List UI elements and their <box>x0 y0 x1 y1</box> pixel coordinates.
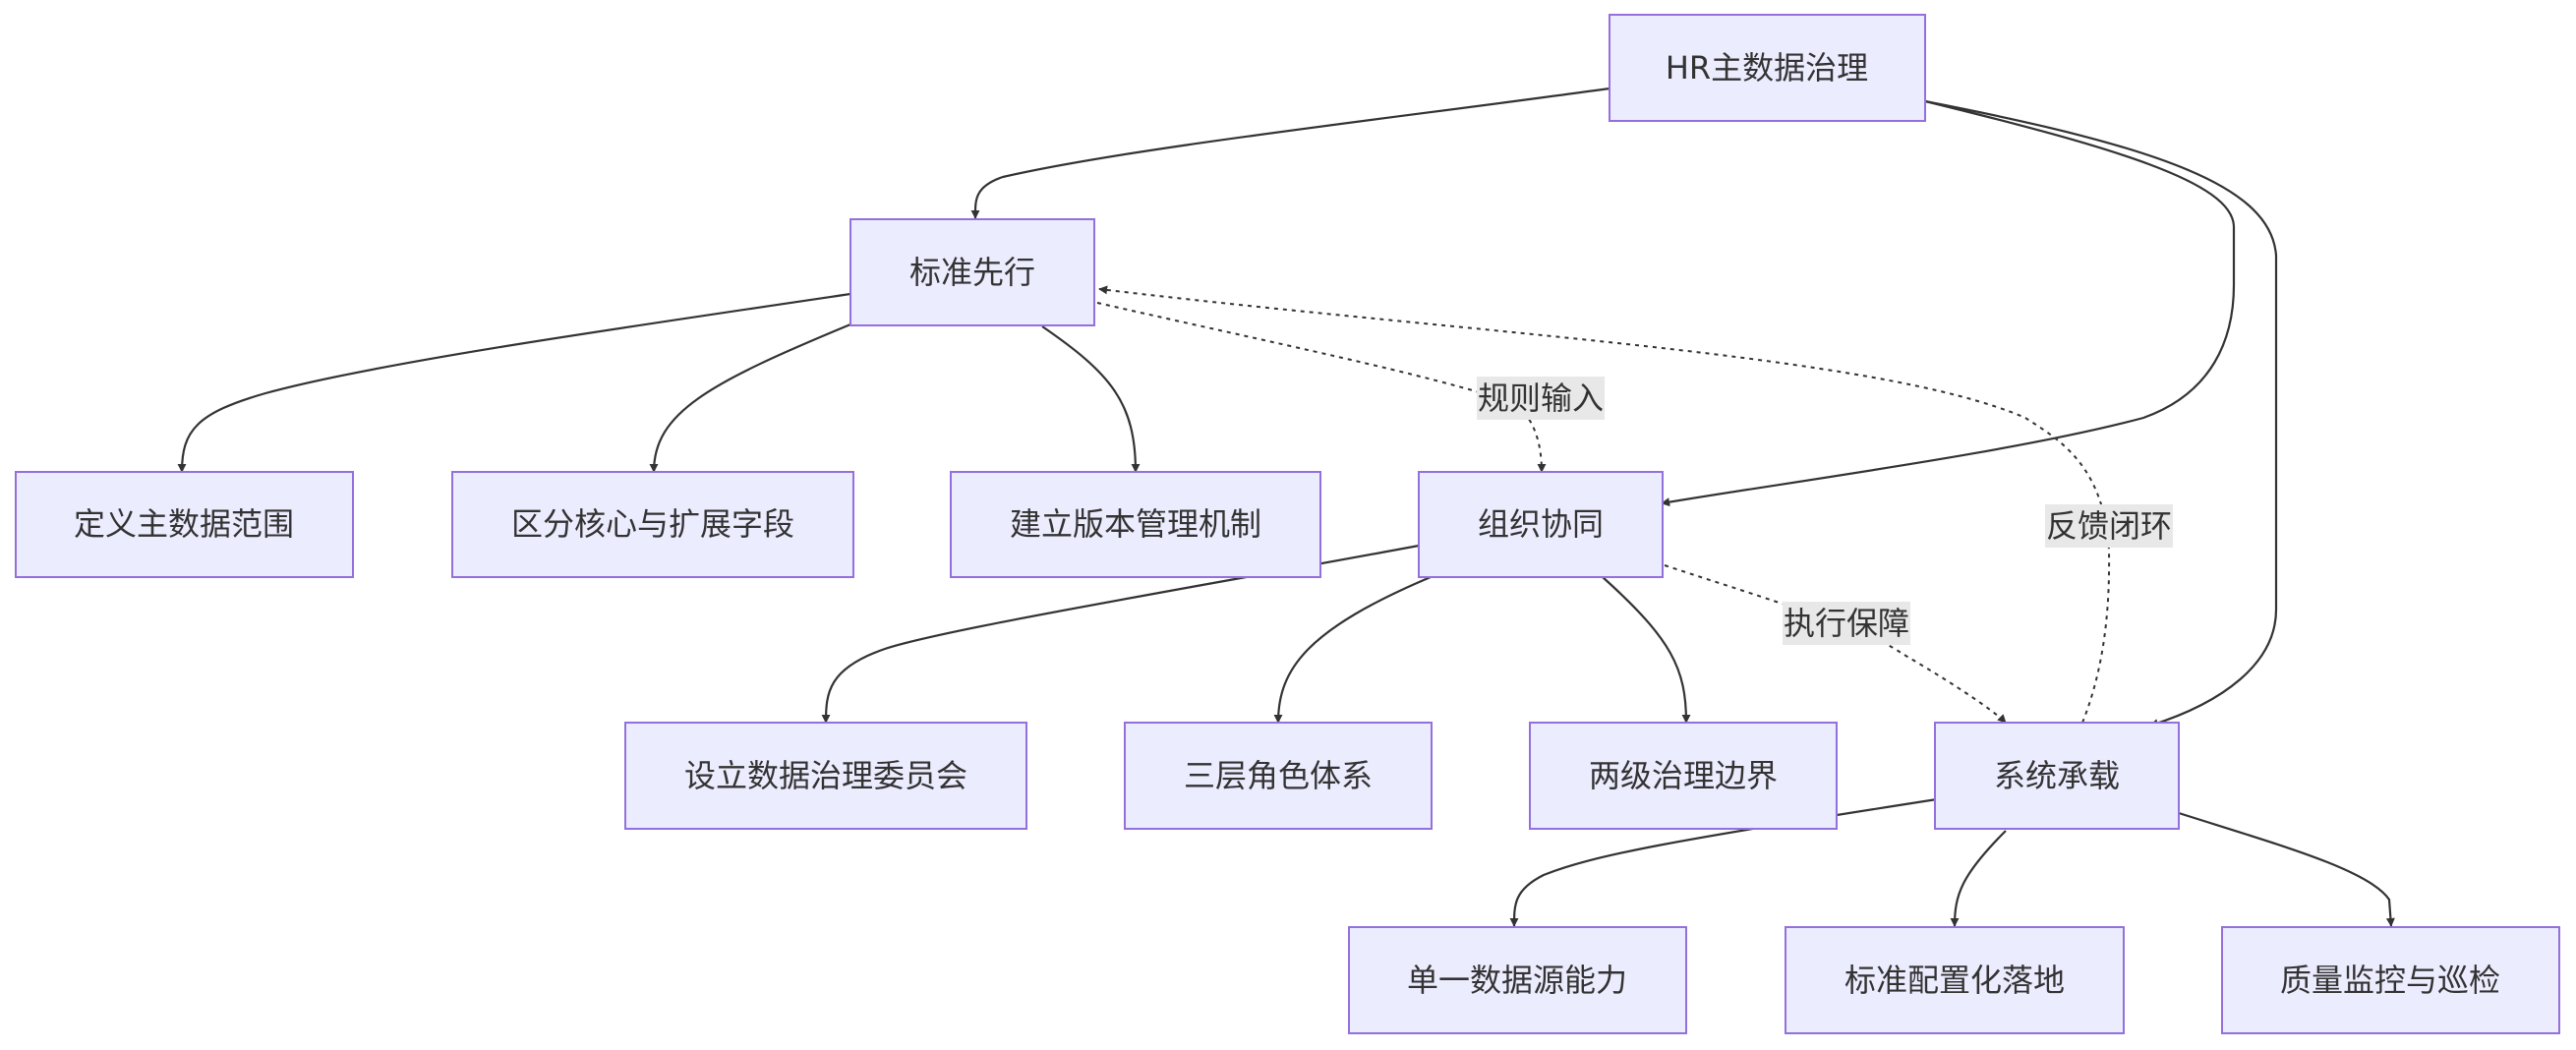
node-governance-committee-label: 设立数据治理委员会 <box>684 757 967 794</box>
node-system-support[interactable]: 系统承载 <box>1934 722 2180 830</box>
edge-org-to-system-exec <box>1664 564 2007 724</box>
node-three-layer-roles[interactable]: 三层角色体系 <box>1124 722 1433 830</box>
node-standard-config[interactable]: 标准配置化落地 <box>1785 926 2125 1034</box>
edge-root-to-standard <box>970 87 1610 219</box>
edge-org-to-three-roles <box>1273 575 1432 724</box>
edge-system-to-quality <box>2178 811 2395 927</box>
node-org-collaboration[interactable]: 组织协同 <box>1418 471 1664 578</box>
edge-org-to-two-levels <box>1602 576 1691 724</box>
node-standard-first[interactable]: 标准先行 <box>849 218 1095 326</box>
edge-label-feedback-loop-text: 反馈闭环 <box>2046 507 2172 545</box>
node-standard-config-label: 标准配置化落地 <box>1844 962 2065 999</box>
node-single-data-source-label: 单一数据源能力 <box>1407 962 1627 999</box>
edge-root-to-system <box>1924 99 2278 728</box>
node-define-scope-label: 定义主数据范围 <box>74 505 294 543</box>
node-version-management-label: 建立版本管理机制 <box>1010 505 1261 543</box>
node-org-collaboration-label: 组织协同 <box>1478 505 1604 543</box>
edge-label-feedback-loop: 反馈闭环 <box>2045 504 2173 548</box>
node-two-level-boundary-label: 两级治理边界 <box>1589 757 1778 794</box>
node-governance-committee[interactable]: 设立数据治理委员会 <box>624 722 1027 830</box>
edge-standard-to-define-scope <box>177 292 851 473</box>
node-two-level-boundary[interactable]: 两级治理边界 <box>1529 722 1838 830</box>
edge-label-rules-input: 规则输入 <box>1477 377 1605 420</box>
edge-root-to-org <box>1661 99 2236 507</box>
node-define-scope[interactable]: 定义主数据范围 <box>15 471 354 578</box>
node-three-layer-roles-label: 三层角色体系 <box>1184 757 1373 794</box>
node-quality-monitoring-label: 质量监控与巡检 <box>2280 962 2500 999</box>
node-hr-master-data-governance-label: HR主数据治理 <box>1666 49 1868 87</box>
node-system-support-label: 系统承载 <box>1994 757 2120 794</box>
edge-system-to-config <box>1950 830 2007 927</box>
node-standard-first-label: 标准先行 <box>909 254 1035 291</box>
node-quality-monitoring[interactable]: 质量监控与巡检 <box>2221 926 2560 1034</box>
edges-dotted <box>1096 285 2111 724</box>
node-single-data-source[interactable]: 单一数据源能力 <box>1348 926 1687 1034</box>
edge-standard-to-core-ext <box>649 322 851 473</box>
edge-label-rules-input-text: 规则输入 <box>1478 379 1604 417</box>
edge-standard-to-version <box>1041 325 1141 473</box>
edge-label-exec-guarantee-text: 执行保障 <box>1784 605 1909 642</box>
edge-label-exec-guarantee: 执行保障 <box>1783 602 1910 645</box>
node-hr-master-data-governance[interactable]: HR主数据治理 <box>1609 14 1926 122</box>
node-core-ext-fields-label: 区分核心与扩展字段 <box>511 505 794 543</box>
edge-standard-to-org-rules <box>1096 302 1547 473</box>
node-core-ext-fields[interactable]: 区分核心与扩展字段 <box>451 471 854 578</box>
node-version-management[interactable]: 建立版本管理机制 <box>950 471 1321 578</box>
